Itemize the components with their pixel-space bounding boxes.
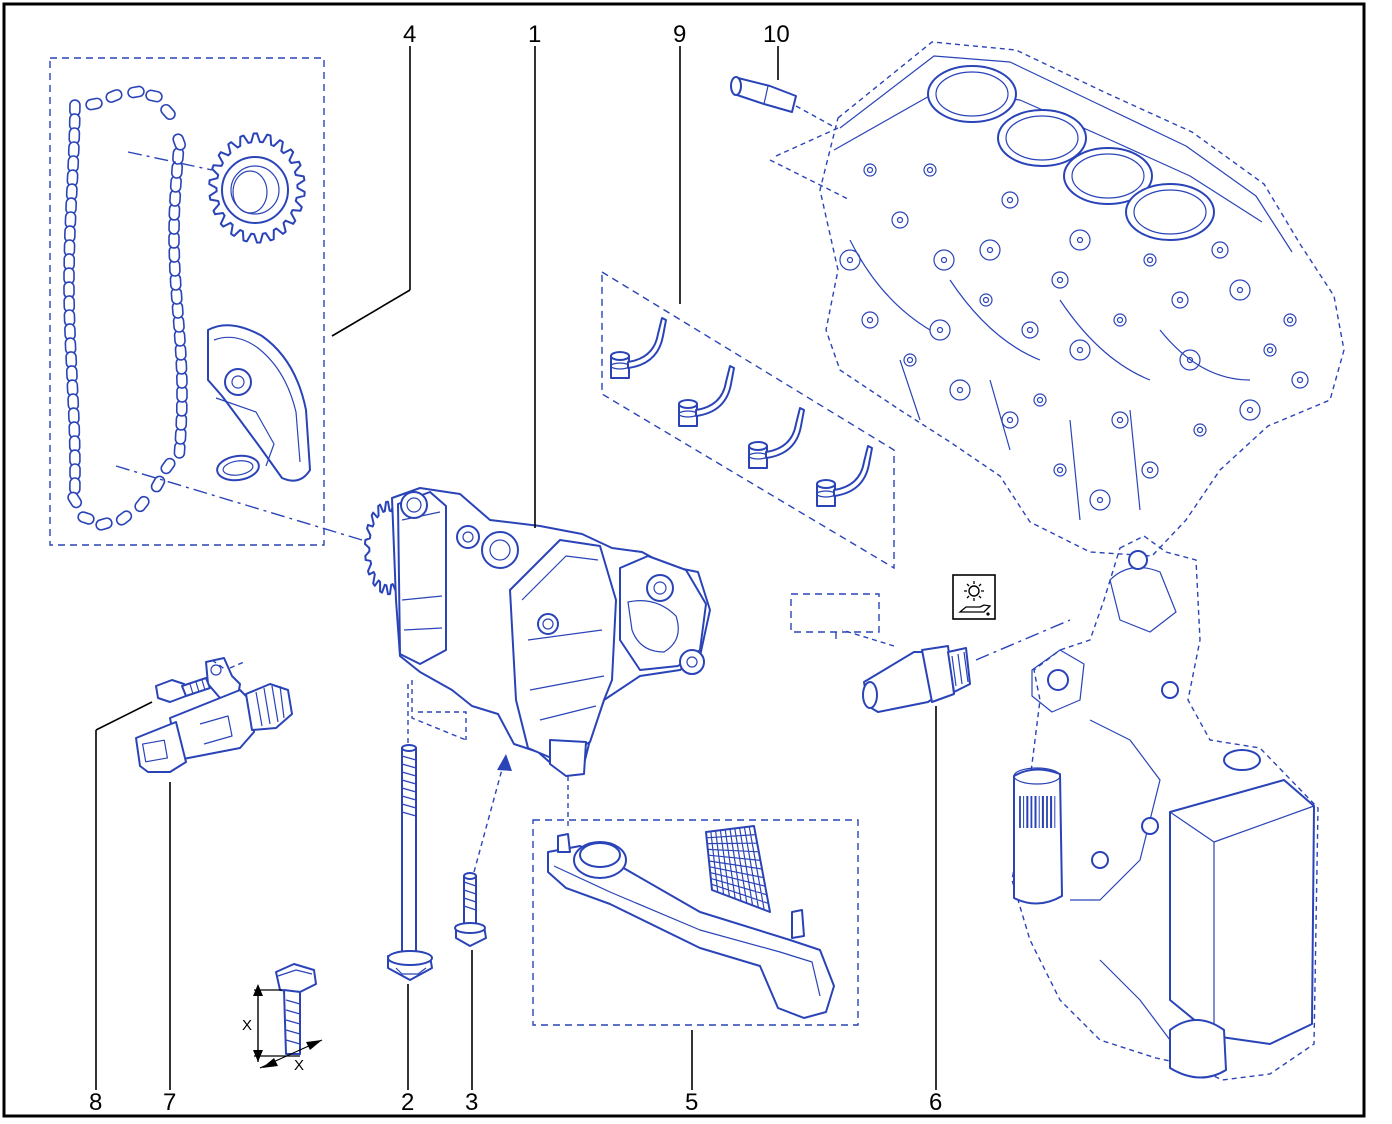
oil-pickup-pipe xyxy=(547,845,835,1019)
oil-cooler xyxy=(1169,779,1315,1045)
cylinder-bore-4 xyxy=(1125,183,1215,241)
diagram-frame xyxy=(2,2,1366,1118)
callout-5: 5 xyxy=(685,1089,698,1116)
cylinder-bore-2 xyxy=(997,109,1087,167)
timing-chain xyxy=(63,85,188,531)
sprocket-centerline xyxy=(127,151,213,171)
callout-3: 3 xyxy=(465,1089,478,1116)
chain-to-pump-centerline xyxy=(115,465,363,541)
callout-8: 8 xyxy=(89,1089,102,1116)
bolt-insert-arrowhead xyxy=(497,754,512,771)
solenoid-bolt xyxy=(155,677,211,703)
engine-block xyxy=(769,41,1345,557)
crank-sprocket xyxy=(208,132,306,244)
callout-6: 6 xyxy=(929,1089,942,1116)
filter-barcode xyxy=(1019,796,1056,828)
pump-bolt-short xyxy=(454,872,487,947)
oil-filter-housing xyxy=(1011,535,1319,1081)
oil-pressure-warning-icon xyxy=(952,574,996,620)
callout-1: 1 xyxy=(528,21,541,48)
pump-bolt-long xyxy=(387,744,433,981)
sensor-reference-box xyxy=(790,593,880,633)
callout-numbers: 4 1 9 10 8 7 2 3 5 6 xyxy=(89,21,942,1116)
timing-chain-kit-box xyxy=(49,57,325,546)
chain-tensioner xyxy=(207,324,311,482)
cylinder-bore-3 xyxy=(1063,147,1153,205)
callout-leaders xyxy=(95,46,937,1090)
bolt-insert-arrow-line xyxy=(473,761,505,873)
callout-9: 9 xyxy=(673,21,686,48)
cylinder-bore-1 xyxy=(927,65,1017,123)
oil-pressure-sensor xyxy=(841,619,1071,713)
oil-pickup-kit xyxy=(532,819,859,1026)
callout-4: 4 xyxy=(403,21,416,48)
dowel-pin xyxy=(730,76,837,129)
dimension-x-vertical: X xyxy=(242,1017,252,1034)
engine-block-details xyxy=(839,163,1309,511)
piston-cooling-jets-box xyxy=(601,270,895,570)
timing-chain-kit xyxy=(49,57,325,546)
callout-7: 7 xyxy=(163,1089,176,1116)
bolt-dimension-detail: X X xyxy=(242,963,323,1074)
oil-pickup-kit-box xyxy=(532,819,859,1026)
dimension-x-horizontal: X xyxy=(294,1057,304,1074)
pickup-screen xyxy=(705,825,771,913)
oil-control-solenoid xyxy=(135,657,293,773)
callout-10: 10 xyxy=(763,21,790,48)
oil-filter-cartridge xyxy=(1013,768,1063,905)
callout-2: 2 xyxy=(401,1089,414,1116)
oil-pump xyxy=(364,487,711,777)
piston-cooling-jets-kit xyxy=(601,270,895,570)
piston-cooling-jets xyxy=(610,317,873,507)
